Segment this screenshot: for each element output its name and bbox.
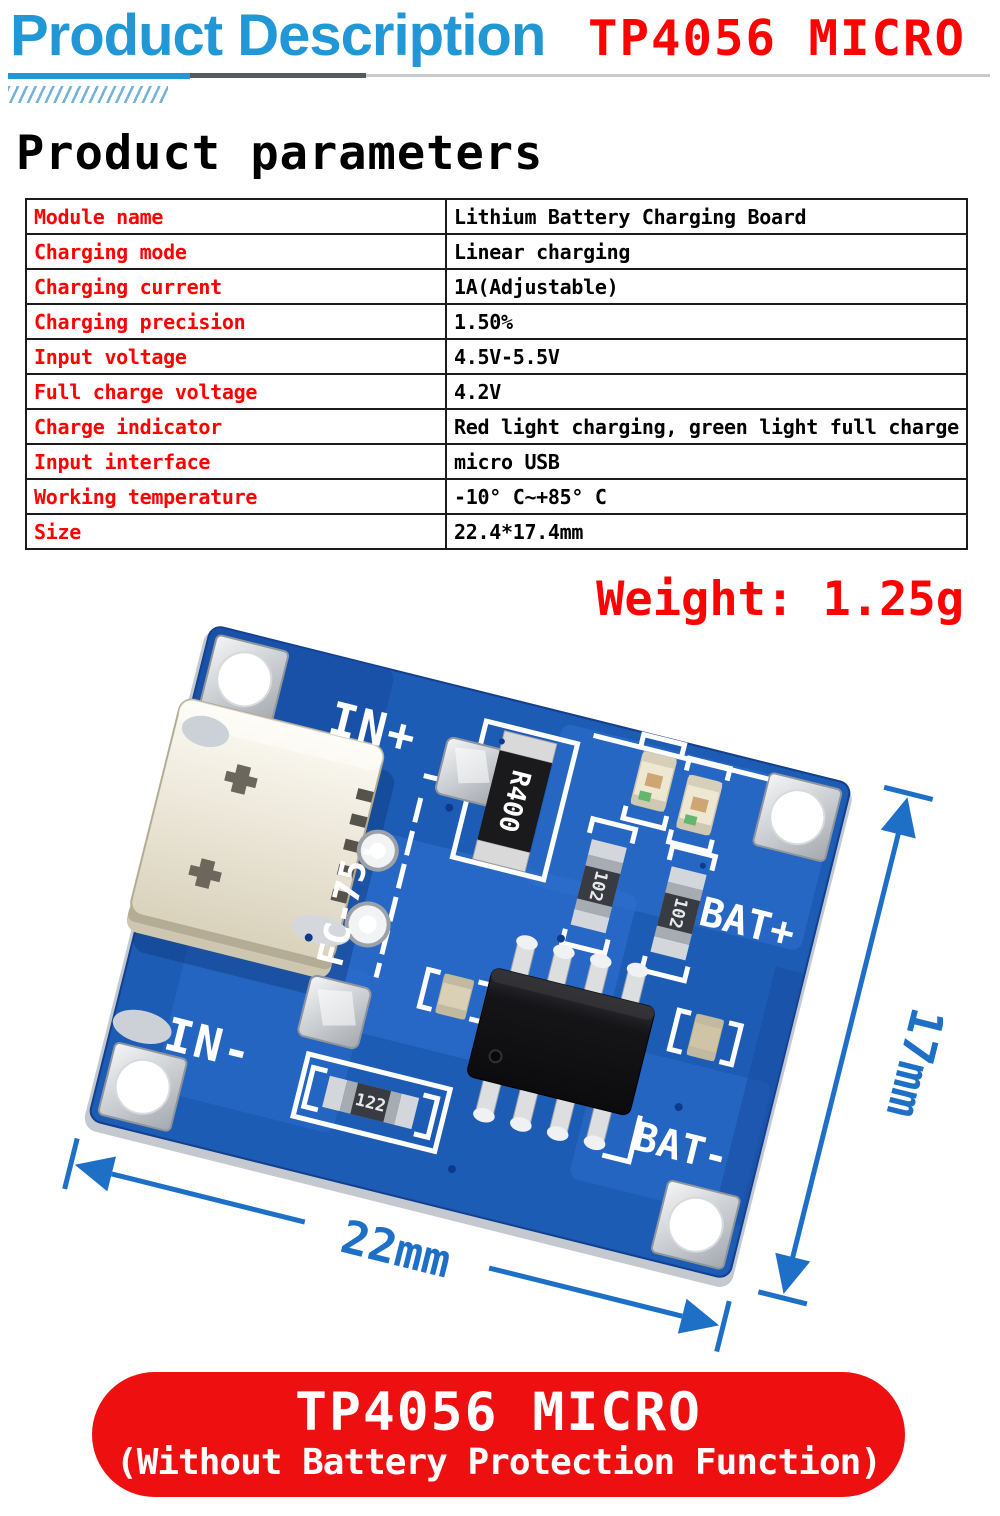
full-led: [676, 774, 723, 836]
resistor-102: 102: [570, 839, 627, 934]
spec-label: Input interface: [25, 443, 447, 480]
via-dots: [304, 738, 706, 1174]
silkscreen-outlines: [290, 718, 769, 1165]
resistor-122: 122: [322, 1075, 420, 1130]
solder-pad: [297, 974, 372, 1050]
product-code-title: TP4056 MICRO: [588, 10, 967, 67]
resistor-102: 102: [650, 866, 707, 961]
solder-blob: [181, 715, 230, 748]
title-underline-dark: [190, 73, 366, 78]
weight-label: Weight: 1.25g: [596, 572, 964, 627]
spec-label: Full charge voltage: [25, 373, 447, 410]
capacitor: [435, 973, 475, 1020]
spec-label: Module name: [25, 198, 447, 235]
title-underline-accent: [8, 73, 190, 79]
spec-value: micro USB: [445, 443, 968, 480]
hatch-decoration: [8, 86, 168, 103]
spec-label: Charging current: [25, 268, 447, 305]
usb-contacts: [330, 788, 374, 904]
banner-subtitle: (Without Battery Protection Function): [116, 1441, 882, 1483]
spec-label: Charging precision: [25, 303, 447, 340]
section-title: Product parameters: [16, 126, 544, 181]
spec-value: 1.50%: [445, 303, 968, 340]
height-dimension-label: 17mm: [876, 1003, 955, 1124]
dimension-height: 17mm: [757, 784, 955, 1307]
charge-led: [630, 751, 677, 812]
page-title: Product Description: [10, 3, 546, 68]
capacitor: [686, 1013, 724, 1062]
spec-label: Size: [25, 513, 447, 550]
spec-label: Charging mode: [25, 233, 447, 270]
pcb-board: R400 102: [62, 626, 955, 1353]
usb-slot-icon: [188, 858, 222, 889]
title-underline-gray: [366, 74, 990, 77]
spec-value: 1A(Adjustable): [445, 268, 968, 305]
spec-row: Working temperature-10° C~+85° C: [25, 478, 968, 515]
spec-value: 4.2V: [445, 373, 968, 410]
ic-pin1-dot: [488, 1049, 503, 1064]
resistor-r400: R400: [472, 730, 558, 873]
spec-value: 4.5V-5.5V: [445, 338, 968, 375]
spec-value: 22.4*17.4mm: [445, 513, 968, 550]
tp4056-ic: [467, 935, 655, 1151]
spec-value: Linear charging: [445, 233, 968, 270]
mounting-holes: [114, 651, 826, 1253]
spec-value: Lithium Battery Charging Board: [445, 198, 968, 235]
usb-slot-icon: [224, 764, 258, 795]
spec-value: -10° C~+85° C: [445, 478, 968, 515]
spec-value: Red light charging, green light full cha…: [445, 408, 968, 445]
spec-label: Charge indicator: [25, 408, 447, 445]
spec-label: Input voltage: [25, 338, 447, 375]
pcb-photo: R400 102: [62, 626, 955, 1353]
spec-label: Working temperature: [25, 478, 447, 515]
width-dimension-label: 22mm: [336, 1209, 457, 1288]
banner-title: TP4056 MICRO: [295, 1381, 702, 1443]
solder-pad: [434, 736, 505, 807]
ic-pins: [473, 935, 649, 1151]
product-banner: TP4056 MICRO (Without Battery Protection…: [92, 1372, 905, 1497]
